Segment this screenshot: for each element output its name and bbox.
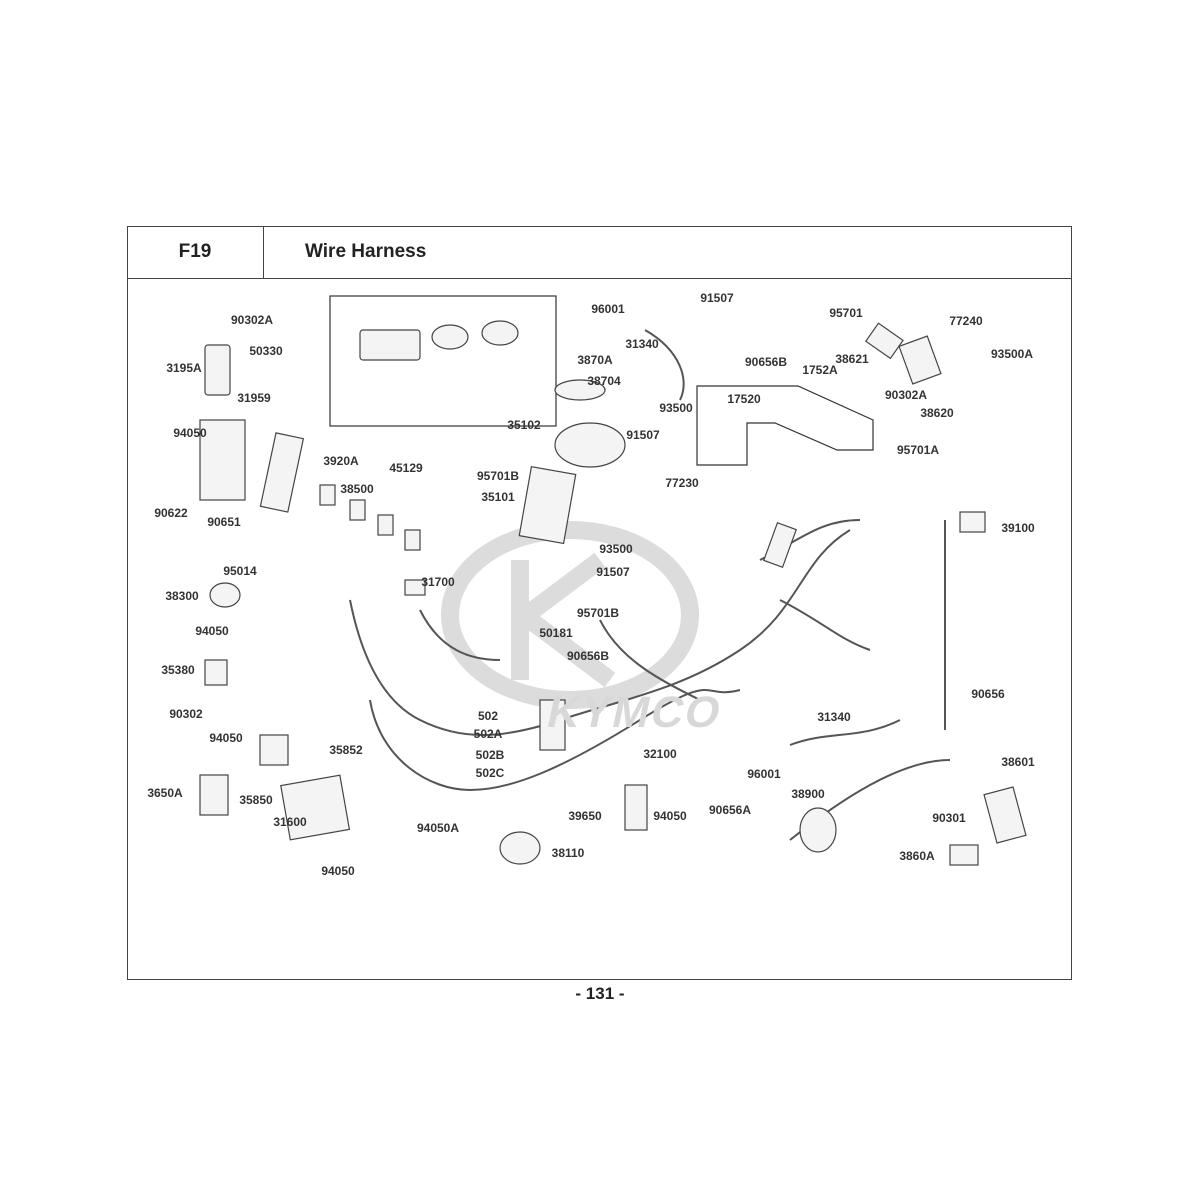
part-label: 94050A xyxy=(416,821,460,835)
part-label: 38601 xyxy=(1001,755,1035,769)
part-label: 35852 xyxy=(329,743,363,757)
part-label: 31700 xyxy=(421,575,455,589)
part-label: 94050 xyxy=(653,809,687,823)
part-label: 3870A xyxy=(577,353,613,367)
part-label: 95701B xyxy=(576,606,620,620)
part-label: 31959 xyxy=(237,391,271,405)
part-label: 90302A xyxy=(230,313,274,327)
part-label: 32100 xyxy=(643,747,677,761)
parts-sketch xyxy=(199,320,1027,866)
part-label: 94050 xyxy=(321,864,355,878)
part-label: 50181 xyxy=(539,626,573,640)
part-label: 77230 xyxy=(665,476,699,490)
part-label: 90622 xyxy=(154,506,188,520)
part-label: 502A xyxy=(473,727,503,741)
part-label: 95014 xyxy=(223,564,257,578)
part-label: 93500A xyxy=(990,347,1034,361)
part-label: 502B xyxy=(475,748,505,762)
part-label: 3920A xyxy=(323,454,359,468)
part-label: 96001 xyxy=(591,302,625,316)
part-label: 95701 xyxy=(829,306,863,320)
part-label: 31600 xyxy=(273,815,307,829)
part-label: 3860A xyxy=(899,849,935,863)
kymco-logo-watermark xyxy=(441,521,699,709)
page-number: - 131 - xyxy=(575,984,625,1003)
part-label: 38621 xyxy=(835,352,869,366)
part-label: 35380 xyxy=(161,663,195,677)
section-title: Wire Harness xyxy=(305,241,427,262)
part-label: 38300 xyxy=(165,589,199,603)
part-label: 31340 xyxy=(625,337,659,351)
part-label: 90651 xyxy=(207,515,241,529)
part-label: 94050 xyxy=(195,624,229,638)
part-label: 93500 xyxy=(659,401,693,415)
part-label: 45129 xyxy=(389,461,423,475)
part-label: 3195A xyxy=(166,361,202,375)
part-label: 31340 xyxy=(817,710,851,724)
kymco-watermark-text: KYMCO xyxy=(542,688,728,737)
part-label: 38620 xyxy=(920,406,954,420)
part-label: 38500 xyxy=(340,482,374,496)
part-label: 1752A xyxy=(802,363,838,377)
part-label: 91507 xyxy=(596,565,630,579)
part-label: 502 xyxy=(477,709,499,723)
part-label: 35850 xyxy=(239,793,273,807)
part-label: 91507 xyxy=(700,291,734,305)
part-label: 90656 xyxy=(971,687,1005,701)
part-label: 90301 xyxy=(932,811,966,825)
part-label: 94050 xyxy=(173,426,207,440)
part-label: 90302A xyxy=(884,388,928,402)
part-label: 17520 xyxy=(727,392,761,406)
part-label: 93500 xyxy=(599,542,633,556)
part-label: 35101 xyxy=(481,490,515,504)
part-label: 94050 xyxy=(209,731,243,745)
part-label: 50330 xyxy=(249,344,283,358)
diagram-frame xyxy=(127,226,1072,980)
part-label: 502C xyxy=(475,766,505,780)
part-label: 35102 xyxy=(507,418,541,432)
part-label: 38110 xyxy=(551,846,585,860)
part-label: 38704 xyxy=(587,374,621,388)
part-label: 77240 xyxy=(949,314,983,328)
section-header: F19 Wire Harness xyxy=(127,226,1072,279)
part-label: 39100 xyxy=(1001,521,1035,535)
part-label: 90302 xyxy=(169,707,203,721)
part-label: 96001 xyxy=(747,767,781,781)
part-label: 39650 xyxy=(568,809,602,823)
part-label: 38900 xyxy=(791,787,825,801)
group-box-1752A xyxy=(696,385,874,466)
group-box-3870A xyxy=(329,295,557,427)
part-label: 91507 xyxy=(626,428,660,442)
section-code: F19 xyxy=(127,226,264,278)
part-label: 95701A xyxy=(896,443,940,457)
part-label: 90656B xyxy=(566,649,610,663)
part-label: 90656A xyxy=(708,803,752,817)
part-label: 3650A xyxy=(147,786,183,800)
part-label: 95701B xyxy=(476,469,520,483)
part-label: 90656B xyxy=(744,355,788,369)
